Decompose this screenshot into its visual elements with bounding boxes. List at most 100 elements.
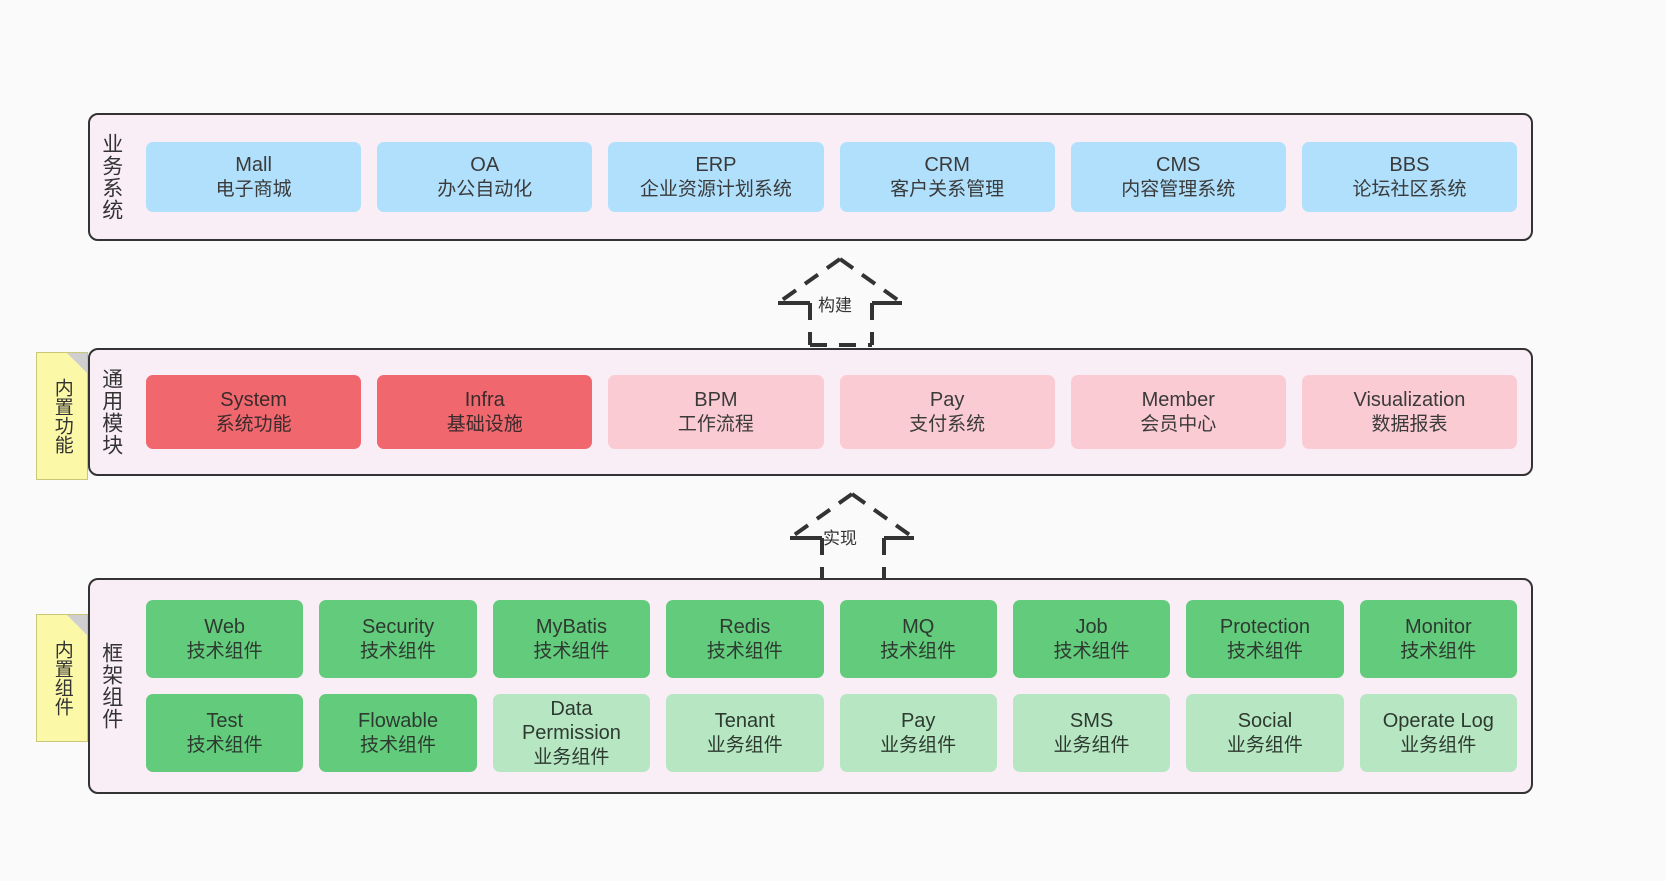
card-bbs[interactable]: BBS 论坛社区系统 [1301,142,1518,212]
note-label: 内置组件 [51,640,73,716]
card-protection[interactable]: Protection 技术组件 [1186,600,1344,678]
layer-business-systems: 业务系统 Mall 电子商城 OA 办公自动化 ERP 企业资源计划系统 CRM… [88,113,1533,241]
card-title: Web [204,616,246,639]
card-subtitle: 支付系统 [909,413,986,435]
card-infra[interactable]: Infra 基础设施 [377,375,593,449]
card-title: Pay [900,710,936,733]
card-title: Infra [464,389,505,412]
card-cms[interactable]: CMS 内容管理系统 [1070,142,1286,212]
layer-title-modules: 通用模块 [99,368,123,456]
card-title: Monitor [1404,616,1472,639]
arrow-label-implement: 实现 [823,529,857,548]
layer-framework-components: 框架组件 Web 技术组件 Security 技术组件 MyBatis 技术组件… [88,578,1533,794]
card-subtitle: 技术组件 [880,640,957,662]
card-sms[interactable]: SMS 业务组件 [1012,694,1171,772]
card-subtitle: 技术组件 [1226,640,1303,662]
card-subtitle: 电子商城 [215,178,292,200]
card-subtitle: 业务组件 [1226,734,1303,756]
card-subtitle: 业务组件 [533,746,610,768]
card-title: Member [1141,389,1215,412]
card-subtitle: 办公自动化 [437,178,533,200]
card-title: Redis [719,616,771,639]
card-title: ERP [695,154,737,177]
card-security[interactable]: Security 技术组件 [319,600,477,678]
card-title: CMS [1156,154,1201,177]
card-oa[interactable]: OA 办公自动化 [377,142,593,212]
card-tenant[interactable]: Tenant 业务组件 [666,694,824,772]
card-test[interactable]: Test 技术组件 [146,694,304,772]
arrow-build-icon [776,257,904,347]
card-title: CRM [924,154,970,177]
card-subtitle: 技术组件 [1400,640,1477,662]
layer-body-modules: System 系统功能 Infra 基础设施 BPM 工作流程 Pay 支付系统… [132,350,1531,474]
card-subtitle: 业务组件 [880,734,957,756]
card-flowable[interactable]: Flowable 技术组件 [319,694,477,772]
card-row: Test 技术组件 Flowable 技术组件 Data Permission … [146,694,1517,772]
card-subtitle: 业务组件 [1053,734,1130,756]
layer-title-business: 业务系统 [99,133,123,221]
card-subtitle: 技术组件 [186,734,263,756]
card-title: MQ [902,616,935,639]
card-row: System 系统功能 Infra 基础设施 BPM 工作流程 Pay 支付系统… [146,375,1518,449]
card-subtitle: 企业资源计划系统 [639,178,792,200]
card-crm[interactable]: CRM 客户关系管理 [839,142,1055,212]
card-pay-component[interactable]: Pay 业务组件 [839,694,997,772]
card-operate-log[interactable]: Operate Log 业务组件 [1359,694,1517,772]
card-row: Web 技术组件 Security 技术组件 MyBatis 技术组件 Redi… [146,600,1517,678]
card-title: Data Permission [521,698,621,745]
card-redis[interactable]: Redis 技术组件 [666,600,824,678]
card-mall[interactable]: Mall 电子商城 [146,142,362,212]
card-title: BBS [1389,154,1430,177]
card-title: Protection [1219,616,1310,639]
card-title: Pay [929,389,965,412]
card-title: OA [470,154,500,177]
card-job[interactable]: Job 技术组件 [1012,600,1171,678]
card-title: Social [1237,710,1293,733]
card-mq[interactable]: MQ 技术组件 [839,600,997,678]
layer-body-business: Mall 电子商城 OA 办公自动化 ERP 企业资源计划系统 CRM 客户关系… [132,115,1531,239]
card-erp[interactable]: ERP 企业资源计划系统 [608,142,824,212]
card-title: Tenant [714,710,775,733]
card-visualization[interactable]: Visualization 数据报表 [1301,375,1518,449]
note-label: 内置功能 [51,378,73,454]
card-bpm[interactable]: BPM 工作流程 [608,375,824,449]
card-web[interactable]: Web 技术组件 [146,600,304,678]
card-subtitle: 技术组件 [533,640,610,662]
layer-common-modules: 通用模块 System 系统功能 Infra 基础设施 BPM 工作流程 Pay… [88,348,1533,476]
card-system[interactable]: System 系统功能 [146,375,362,449]
card-mybatis[interactable]: MyBatis 技术组件 [492,600,651,678]
card-member[interactable]: Member 会员中心 [1070,375,1286,449]
card-title: MyBatis [535,616,607,639]
card-subtitle: 技术组件 [360,734,437,756]
card-subtitle: 数据报表 [1371,413,1448,435]
note-builtin-function: 内置功能 [36,352,88,480]
card-social[interactable]: Social 业务组件 [1186,694,1344,772]
generalization-arrow-build [750,255,930,347]
card-subtitle: 技术组件 [706,640,783,662]
card-title: Mall [235,154,272,177]
card-subtitle: 业务组件 [706,734,783,756]
card-row: Mall 电子商城 OA 办公自动化 ERP 企业资源计划系统 CRM 客户关系… [146,142,1518,212]
card-title: BPM [694,389,738,412]
card-title: Operate Log [1382,710,1494,733]
card-monitor[interactable]: Monitor 技术组件 [1359,600,1517,678]
card-subtitle: 内容管理系统 [1121,178,1236,200]
card-subtitle: 技术组件 [186,640,263,662]
card-subtitle: 客户关系管理 [890,178,1005,200]
card-title: SMS [1069,710,1114,733]
card-subtitle: 论坛社区系统 [1352,178,1467,200]
card-subtitle: 技术组件 [1053,640,1130,662]
card-subtitle: 基础设施 [446,413,523,435]
card-title: Visualization [1353,389,1466,412]
card-subtitle: 技术组件 [360,640,437,662]
note-builtin-component: 内置组件 [36,614,88,742]
card-title: Flowable [358,710,439,733]
card-title: Test [206,710,244,733]
card-subtitle: 系统功能 [215,413,292,435]
layer-title-framework: 框架组件 [99,642,123,730]
card-title: System [220,389,287,412]
card-data-permission[interactable]: Data Permission 业务组件 [492,694,651,772]
card-pay-module[interactable]: Pay 支付系统 [839,375,1055,449]
card-title: Job [1075,616,1108,639]
